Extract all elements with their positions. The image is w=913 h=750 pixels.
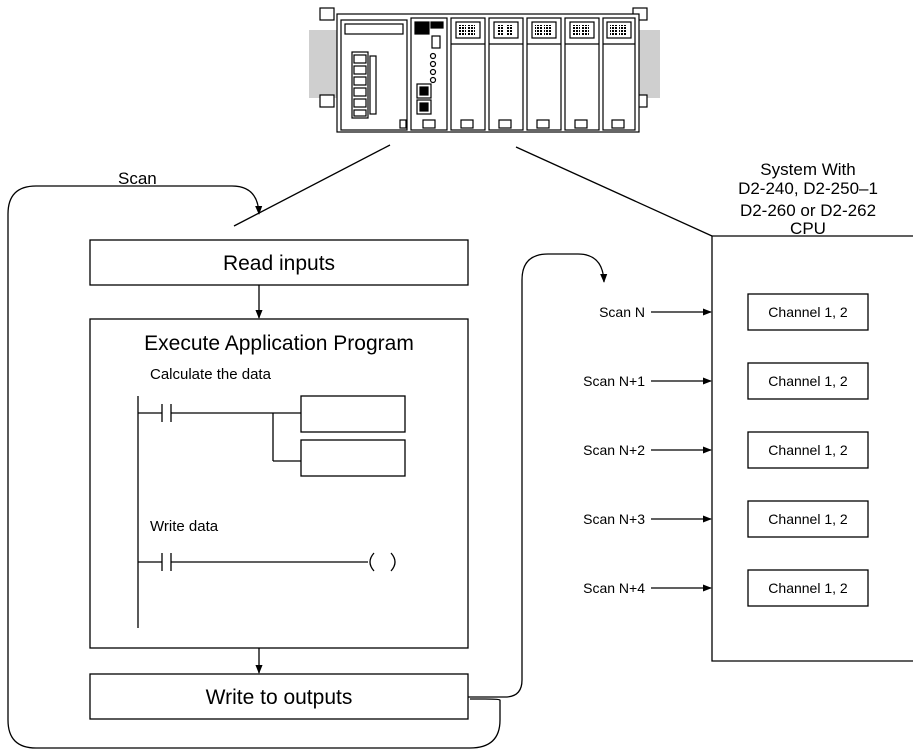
io-module-1	[450, 17, 486, 131]
system-caption-line3: D2-260 or D2-262	[740, 201, 876, 220]
scan-row-label: Scan N	[599, 304, 645, 320]
channel-label: Channel 1, 2	[768, 442, 848, 458]
channel-label: Channel 1, 2	[768, 511, 848, 527]
scan-row-label: Scan N+1	[583, 373, 645, 389]
scan-row: Scan N+3 Channel 1, 2	[583, 500, 869, 538]
execute-program-box	[89, 318, 469, 649]
function-box-2	[300, 439, 406, 477]
scan-row: Scan N+2 Channel 1, 2	[583, 431, 869, 469]
system-caption-line4: CPU	[790, 219, 826, 238]
plc-rack-illustration	[309, 7, 660, 133]
channel-box	[747, 431, 869, 469]
output-coil	[369, 552, 396, 572]
scan-row: Scan N+4 Channel 1, 2	[583, 569, 869, 607]
calculate-data-label: Calculate the data	[150, 366, 272, 383]
system-caption-line1: System With	[760, 160, 855, 179]
scan-row-label: Scan N+3	[583, 511, 645, 527]
scan-label: Scan	[118, 169, 157, 188]
channel-box	[747, 362, 869, 400]
read-inputs-box	[89, 239, 469, 286]
scan-row: Scan N Channel 1, 2	[599, 293, 869, 331]
scan-row: Scan N+1 Channel 1, 2	[583, 362, 869, 400]
callout-line-right	[515, 146, 713, 237]
read-inputs-label: Read inputs	[223, 252, 335, 275]
channel-box	[747, 293, 869, 331]
system-caption-line2: D2-240, D2-250–1	[738, 179, 878, 198]
io-module-5	[602, 17, 636, 131]
execute-program-label: Execute Application Program	[144, 332, 414, 355]
scan-row-label: Scan N+4	[583, 580, 645, 596]
scan-transfer-arrow	[468, 253, 608, 698]
io-module-2	[488, 17, 524, 131]
write-outputs-box	[89, 673, 469, 720]
write-outputs-label: Write to outputs	[206, 686, 353, 709]
channel-box	[747, 569, 869, 607]
ladder-diagram	[137, 395, 406, 628]
callout-line-left	[233, 144, 391, 227]
scan-loop-path	[7, 185, 501, 749]
write-data-label: Write data	[150, 518, 219, 535]
channel-label: Channel 1, 2	[768, 580, 848, 596]
channel-label: Channel 1, 2	[768, 373, 848, 389]
function-box-1	[300, 395, 406, 433]
channel-box	[747, 500, 869, 538]
scan-row-label: Scan N+2	[583, 442, 645, 458]
io-module-3	[526, 17, 562, 131]
power-supply-module	[340, 19, 408, 131]
cpu-module	[410, 17, 448, 131]
io-module-4	[564, 17, 600, 131]
channel-label: Channel 1, 2	[768, 304, 848, 320]
